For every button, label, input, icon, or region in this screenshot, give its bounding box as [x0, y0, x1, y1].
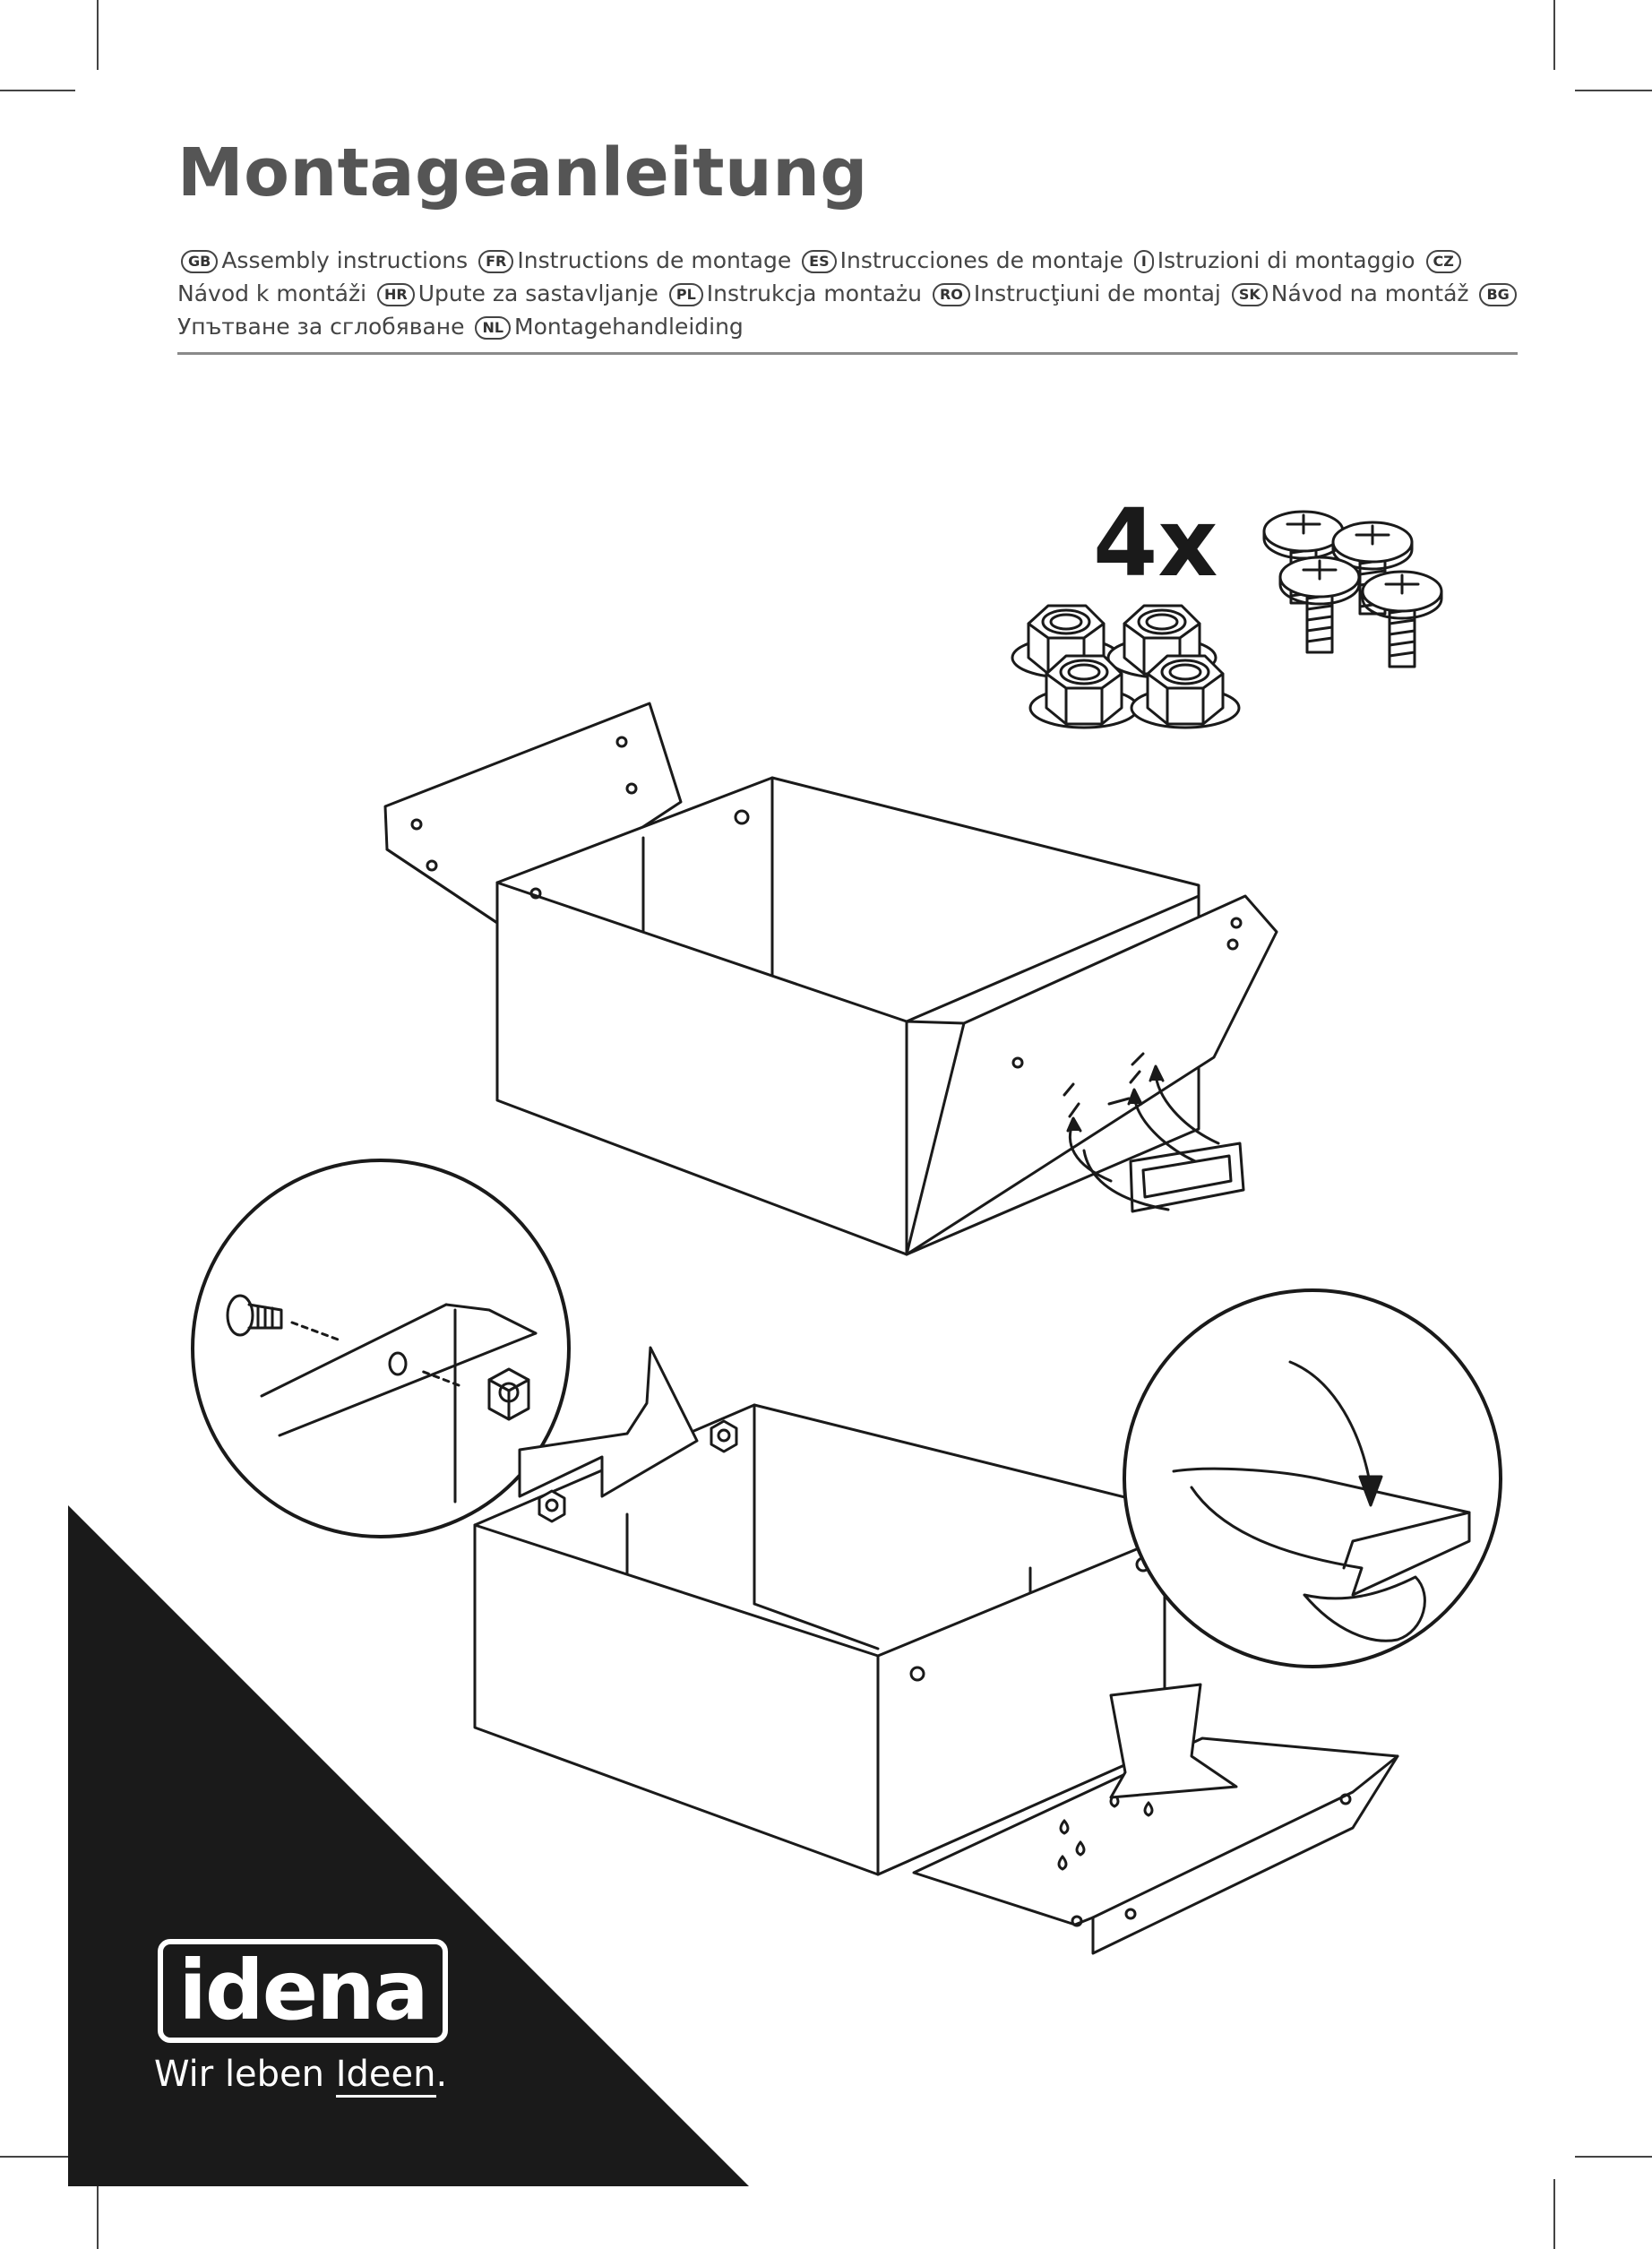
crop-mark: [0, 2156, 75, 2158]
language-code-badge: I: [1133, 250, 1154, 273]
crop-mark: [1575, 2156, 1652, 2158]
language-code-badge: PL: [668, 283, 703, 306]
nut-icon: [1028, 654, 1140, 729]
language-code-badge: BG: [1479, 283, 1517, 306]
language-code-badge: GB: [181, 250, 219, 273]
language-code-badge: CZ: [1425, 250, 1461, 273]
screw-icon: [1361, 570, 1443, 668]
brand-logo: idena: [158, 1939, 448, 2043]
language-code-badge: SK: [1231, 283, 1268, 306]
language-code-badge: ES: [802, 250, 837, 273]
arrow-icon: [1109, 1683, 1238, 1799]
corner-triangle: [68, 1505, 749, 2186]
language-item: CZNávod k montáži: [177, 247, 1465, 306]
lower-box-drawing: [473, 1403, 1399, 1955]
crop-mark: [1575, 90, 1652, 91]
crop-mark: [97, 0, 99, 70]
page-title: Montageanleitung: [177, 134, 868, 211]
detail-circle-bolt: [191, 1159, 571, 1538]
nut-icon: [1130, 654, 1241, 729]
language-item: BGУпътване за сглобяване: [177, 280, 1520, 340]
language-code-badge: NL: [475, 316, 512, 340]
crop-mark: [1553, 0, 1555, 70]
crop-mark: [97, 2179, 99, 2249]
language-code-badge: FR: [478, 250, 514, 273]
crop-mark: [1553, 2179, 1555, 2249]
upper-box-drawing: [383, 702, 1278, 1256]
detail-circle-clip: [1123, 1288, 1502, 1668]
language-code-badge: HR: [377, 283, 415, 306]
screw-icon: [1278, 556, 1361, 654]
parts-quantity: 4x: [1093, 488, 1218, 598]
logo-wordmark: idena: [178, 1943, 428, 2038]
language-code-badge: RO: [932, 283, 970, 306]
crop-mark: [0, 90, 75, 91]
arrow-icon: [518, 1346, 699, 1498]
brand-slogan: Wir leben Ideen.: [154, 2054, 447, 2098]
header-divider: [177, 352, 1518, 355]
